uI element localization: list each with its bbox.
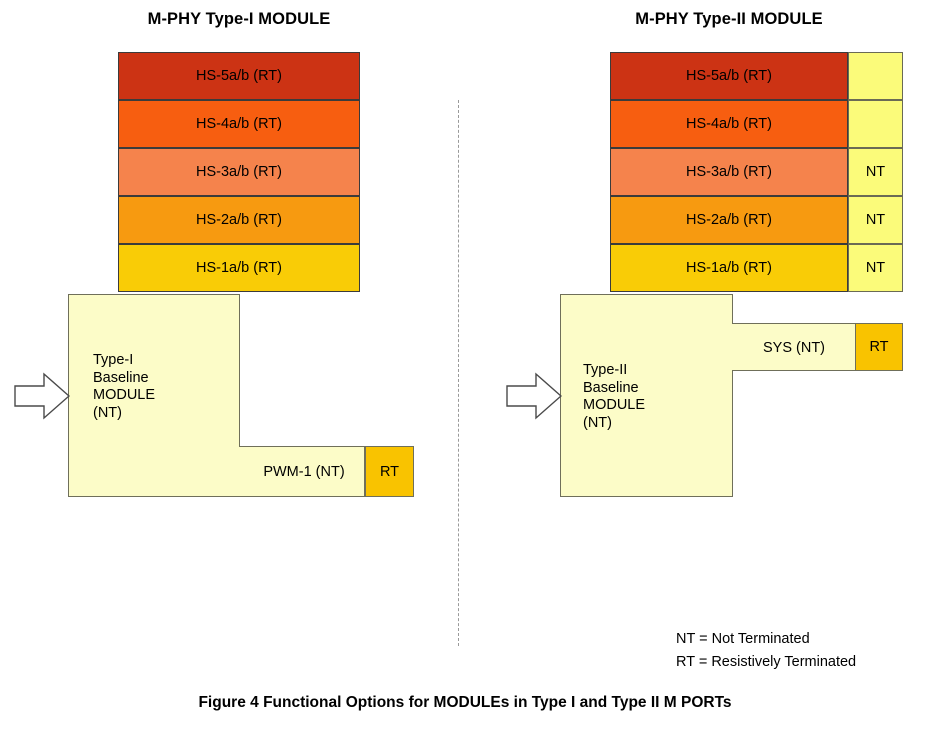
hs-bar-type-i-5: HS-5a/b (RT) <box>118 52 360 100</box>
arm-label-type-ii: SYS (NT) <box>762 340 826 356</box>
baseline-edge-arm-right <box>364 446 365 497</box>
baseline-edge-top <box>560 294 733 295</box>
hs-bar-type-ii-3: HS-3a/b (RT) <box>610 148 848 196</box>
nt-cell-type-ii-1: NT <box>848 244 903 292</box>
baseline-edge-right-lower <box>732 370 733 497</box>
nt-cell-type-ii-4 <box>848 100 903 148</box>
legend-line-rt: RT = Resistively Terminated <box>676 654 857 670</box>
baseline-label-type-i: Type-I Baseline MODULE (NT) <box>93 352 156 421</box>
baseline-edge-arm-top <box>732 323 855 324</box>
baseline-label-type-ii: Type-II Baseline MODULE (NT) <box>583 362 646 431</box>
baseline-edge-bottom <box>560 496 733 497</box>
hs-bar-type-i-2: HS-2a/b (RT) <box>118 196 360 244</box>
baseline-edge-bottom <box>68 496 365 497</box>
hs-bar-label: HS-1a/b (RT) <box>196 259 282 276</box>
hs-bar-type-ii-4: HS-4a/b (RT) <box>610 100 848 148</box>
baseline-edge-right-upper <box>732 294 733 324</box>
baseline-body-type-i <box>68 294 240 497</box>
baseline-edge-arm-top <box>239 446 365 447</box>
hs-bar-label: HS-4a/b (RT) <box>196 115 282 132</box>
baseline-arm-type-ii <box>733 323 855 371</box>
hs-bar-label: HS-2a/b (RT) <box>196 211 282 228</box>
hs-bar-label: HS-3a/b (RT) <box>686 163 772 180</box>
hs-bar-label: HS-1a/b (RT) <box>686 259 772 276</box>
hs-bar-label: HS-2a/b (RT) <box>686 211 772 228</box>
hs-bar-type-ii-1: HS-1a/b (RT) <box>610 244 848 292</box>
baseline-edge-upper-right <box>239 294 240 446</box>
rt-box-label: RT <box>379 463 400 480</box>
hs-bar-type-i-4: HS-4a/b (RT) <box>118 100 360 148</box>
figure-caption: Figure 4 Functional Options for MODULEs … <box>198 694 732 711</box>
baseline-edge-top <box>68 294 240 295</box>
hs-bar-type-i-3: HS-3a/b (RT) <box>118 148 360 196</box>
nt-cell-type-ii-2: NT <box>848 196 903 244</box>
input-arrow-type-ii <box>506 372 562 420</box>
nt-cell-label: NT <box>865 260 886 276</box>
nt-cell-label: NT <box>865 212 886 228</box>
hs-bar-type-ii-5: HS-5a/b (RT) <box>610 52 848 100</box>
baseline-arm-type-i <box>240 446 365 497</box>
baseline-body-type-ii <box>560 294 733 497</box>
rt-box-label: RT <box>869 339 889 355</box>
legend-line-nt: NT = Not Terminated <box>676 631 810 647</box>
hs-bar-type-ii-2: HS-2a/b (RT) <box>610 196 848 244</box>
arm-label-type-i: PWM-1 (NT) <box>263 464 345 480</box>
nt-cell-type-ii-5 <box>848 52 903 100</box>
panel-title-type-i: M-PHY Type-I MODULE <box>147 10 331 28</box>
rt-box-type-ii: RT <box>855 323 903 371</box>
panel-divider <box>458 100 459 646</box>
hs-bar-label: HS-4a/b (RT) <box>686 115 772 132</box>
hs-bar-type-i-1: HS-1a/b (RT) <box>118 244 360 292</box>
hs-bar-label: HS-3a/b (RT) <box>196 163 282 180</box>
hs-bar-label: HS-5a/b (RT) <box>686 67 772 84</box>
panel-title-type-ii: M-PHY Type-II MODULE <box>635 10 823 28</box>
hs-bar-label: HS-5a/b (RT) <box>196 67 282 84</box>
nt-cell-label: NT <box>865 164 886 180</box>
input-arrow-type-i <box>14 372 70 420</box>
nt-cell-type-ii-3: NT <box>848 148 903 196</box>
rt-box-type-i: RT <box>365 446 414 497</box>
baseline-edge-arm-bottom <box>732 370 855 371</box>
